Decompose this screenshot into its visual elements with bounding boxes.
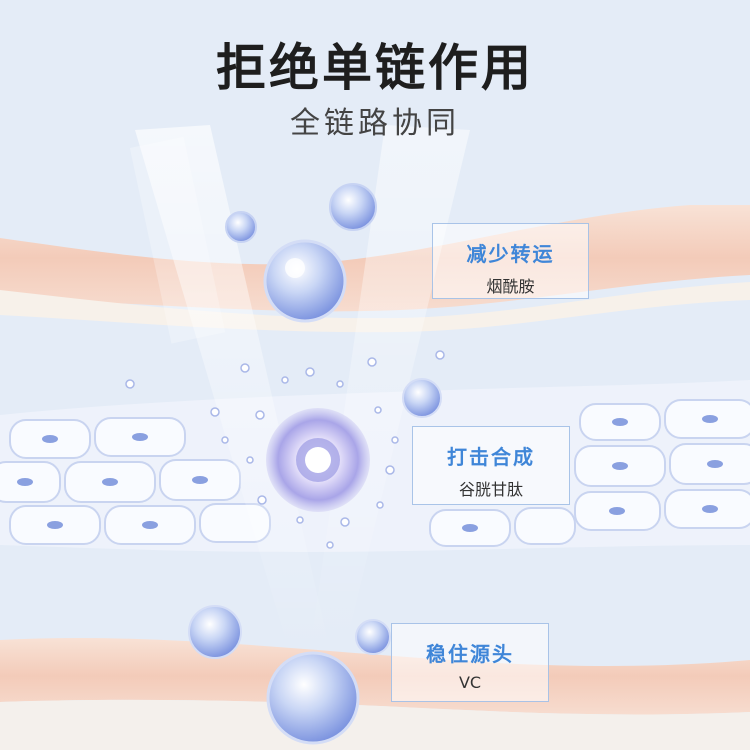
label-heading: 稳住源头 bbox=[426, 642, 514, 666]
page-subtitle: 全链路协同 bbox=[290, 106, 460, 141]
label-ingredient: VC bbox=[458, 673, 482, 692]
page-title: 拒绝单链作用 bbox=[216, 39, 534, 97]
vitamin-c-label-box: 稳住源头 VC bbox=[391, 623, 549, 702]
cell-layer bbox=[0, 380, 750, 552]
molecule-bubbles bbox=[188, 183, 442, 745]
label-ingredient: 烟酰胺 bbox=[486, 277, 535, 296]
label-heading: 减少转运 bbox=[466, 242, 555, 266]
glutathione-label-box: 打击合成 谷胱甘肽 bbox=[412, 426, 570, 505]
label-ingredient: 谷胱甘肽 bbox=[458, 480, 523, 499]
niacinamide-label-box: 减少转运 烟酰胺 bbox=[432, 223, 589, 299]
label-heading: 打击合成 bbox=[447, 445, 535, 469]
